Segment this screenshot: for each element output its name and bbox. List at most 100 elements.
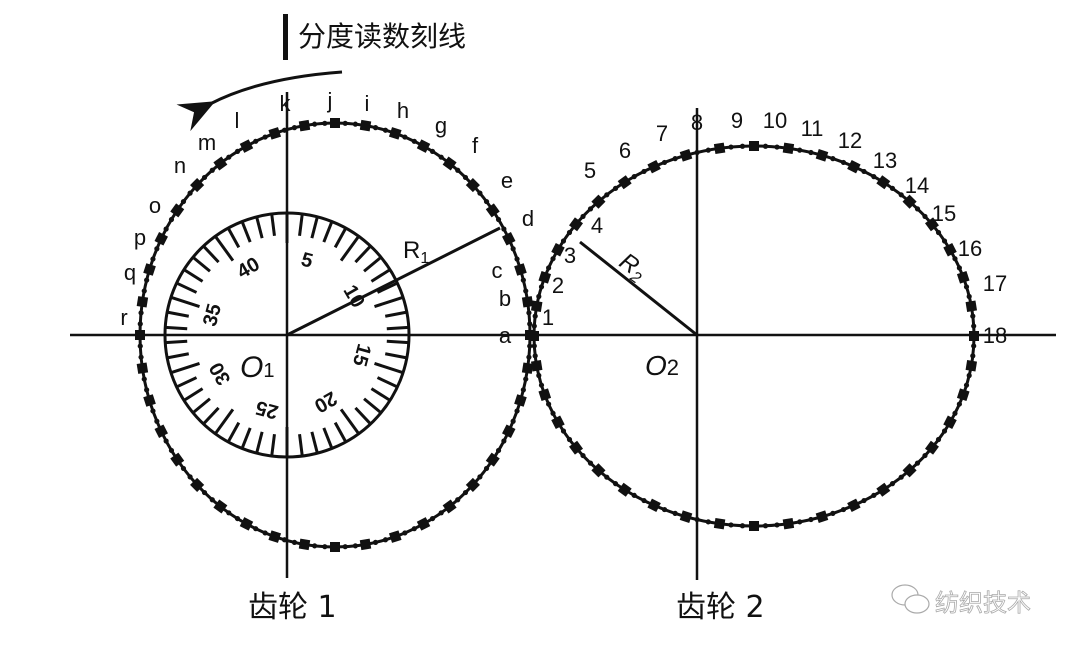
tooth-dot <box>234 148 241 155</box>
tooth-dot <box>914 206 921 212</box>
tooth-dot <box>514 256 520 262</box>
mark-label-f: f <box>472 133 479 158</box>
tooth-marker <box>190 477 205 492</box>
dial-tick <box>175 376 198 389</box>
tooth-dot <box>137 343 143 349</box>
tooth-marker <box>902 194 917 209</box>
tooth-dot <box>531 323 537 329</box>
tooth-dot <box>520 387 526 393</box>
tooth-dot <box>631 492 637 498</box>
tooth-dot <box>898 474 904 480</box>
tooth-marker <box>569 440 584 455</box>
gear2-caption: 齿轮 2 <box>676 590 765 625</box>
tooth-marker <box>330 542 340 552</box>
tooth-dot <box>612 185 619 191</box>
dial-tick <box>370 387 391 402</box>
tooth-dot <box>830 510 836 516</box>
tooth-marker <box>876 175 891 190</box>
dial-tick <box>354 245 372 264</box>
tooth-dot <box>262 134 268 140</box>
tooth-dot <box>501 438 507 444</box>
tooth-dot <box>520 277 526 283</box>
tooth-marker <box>239 517 254 531</box>
tooth-dot <box>527 343 533 349</box>
tooth-dot <box>861 168 867 175</box>
dial-tick <box>363 256 382 273</box>
title-label: 分度读数刻线 <box>298 20 466 53</box>
tooth-dot <box>966 372 972 379</box>
tooth-dot <box>477 474 483 480</box>
dial-tick <box>240 427 252 449</box>
mark-label-h: h <box>397 98 409 123</box>
tooth-dot <box>477 190 483 196</box>
mark-label-18: 18 <box>983 323 1007 348</box>
tooth-dot <box>970 353 976 359</box>
tooth-dot <box>840 506 847 513</box>
tooth-dot <box>762 523 769 529</box>
tooth-marker <box>647 498 661 513</box>
tooth-dot <box>312 543 318 549</box>
dial-tick <box>175 281 198 294</box>
tooth-dot <box>970 313 976 319</box>
center-o1-label: O1 <box>240 351 274 384</box>
tooth-marker <box>530 360 543 372</box>
tooth-marker <box>330 118 340 128</box>
tooth-dot <box>532 313 538 319</box>
tooth-marker <box>956 270 970 284</box>
tooth-marker <box>502 232 516 246</box>
tooth-dot <box>538 284 545 290</box>
tooth-dot <box>144 277 150 283</box>
tooth-dot <box>234 515 241 522</box>
tooth-marker <box>969 331 979 341</box>
tooth-marker <box>902 463 917 478</box>
radius-r1-label: R1 <box>403 237 429 267</box>
dial-tick <box>165 325 188 331</box>
tooth-marker <box>135 330 145 340</box>
dial-tick <box>310 216 319 239</box>
tooth-marker <box>416 517 431 531</box>
dial-tick <box>386 325 409 331</box>
tooth-marker <box>170 203 185 218</box>
tooth-marker <box>529 331 539 341</box>
tooth-marker <box>782 517 795 530</box>
tooth-marker <box>388 127 402 140</box>
tooth-marker <box>521 362 534 374</box>
tooth-marker <box>502 424 516 438</box>
tooth-marker <box>847 498 861 513</box>
tooth-dot <box>138 354 144 360</box>
tooth-dot <box>560 238 567 244</box>
tooth-marker <box>538 388 552 402</box>
tooth-dot <box>180 465 187 472</box>
tooth-dot <box>262 530 268 536</box>
tooth-dot <box>762 143 769 149</box>
mark-label-j: j <box>327 88 333 113</box>
tooth-dot <box>604 192 610 198</box>
gear1-caption: 齿轮 1 <box>248 590 337 625</box>
dial-tick <box>333 421 348 443</box>
tooth-dot <box>672 510 678 516</box>
tooth-marker <box>416 139 431 153</box>
mark-label-5: 5 <box>584 158 596 183</box>
tooth-dot <box>560 428 567 434</box>
tooth-dot <box>291 125 298 131</box>
dial-tick <box>192 256 211 273</box>
tooth-dot <box>952 410 958 416</box>
mark-label-14: 14 <box>905 173 929 198</box>
mark-label-l: l <box>235 108 240 133</box>
dial-tick <box>322 221 334 243</box>
tooth-dot <box>163 438 169 444</box>
dial-ticks <box>165 213 409 457</box>
tooth-marker <box>190 178 205 193</box>
tooth-dot <box>322 544 328 550</box>
tooth-dot <box>253 138 259 144</box>
tooth-marker <box>679 148 693 162</box>
tooth-marker <box>551 243 565 257</box>
tooth-dot <box>971 323 977 329</box>
tooth-marker <box>442 499 457 514</box>
tooth-dot <box>952 256 958 262</box>
radius-r1-line <box>286 226 501 337</box>
tooth-dot <box>483 198 490 205</box>
tooth-dot <box>604 474 610 480</box>
